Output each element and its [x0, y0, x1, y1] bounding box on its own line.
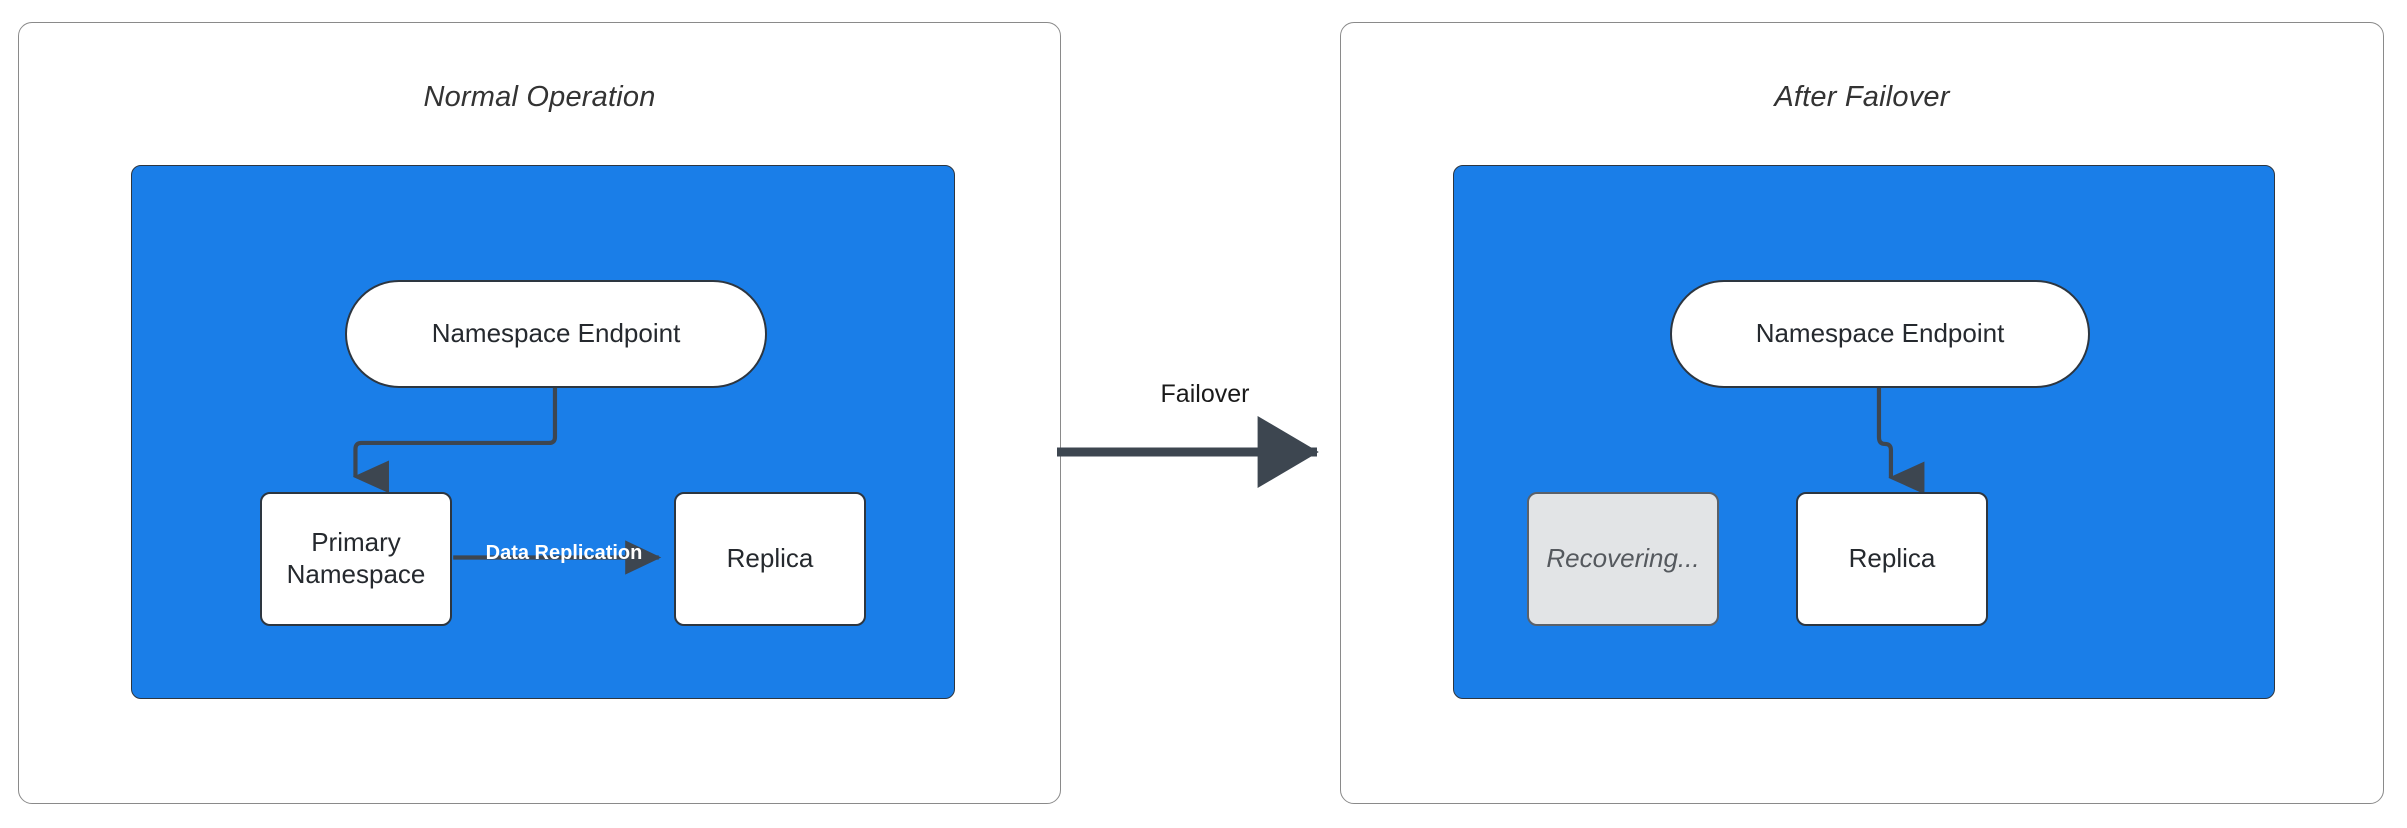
node-replica-left[interactable]: Replica: [674, 492, 866, 626]
panel-title-normal-operation: Normal Operation: [423, 81, 656, 113]
failover-transition: Failover: [1055, 380, 1355, 490]
node-namespace-endpoint-right[interactable]: Namespace Endpoint: [1670, 280, 2090, 388]
node-label: Namespace Endpoint: [1755, 318, 2005, 349]
failover-arrow: [1057, 416, 1319, 488]
panel-title-after-failover: After Failover: [1774, 81, 1950, 113]
edge-label-data-replication: Data Replication: [485, 542, 643, 564]
node-label: Primary Namespace: [287, 527, 426, 590]
edge-layer-right: [1876, 387, 1925, 495]
node-primary-namespace[interactable]: Primary Namespace: [260, 492, 452, 626]
node-replica-right[interactable]: Replica: [1796, 492, 1988, 626]
edge-layer-left: [352, 387, 662, 575]
blue-region-after-failover: Namespace Endpoint Recovering... Replica: [1453, 165, 2275, 699]
node-label: Replica: [726, 543, 814, 574]
edge-endpoint-to-replica: [1876, 387, 1925, 495]
node-label: Replica: [1848, 543, 1936, 574]
node-namespace-endpoint-left[interactable]: Namespace Endpoint: [345, 280, 767, 388]
node-label-line1: Primary: [311, 527, 401, 558]
panel-normal-operation: Normal Operation Namespace Endpoint: [18, 22, 1061, 804]
node-label-line2: Namespace: [286, 559, 426, 589]
panel-after-failover: After Failover: [1340, 22, 2384, 804]
blue-region-normal-operation: Namespace Endpoint Primary Namespace Rep…: [131, 165, 955, 699]
node-label: Namespace Endpoint: [431, 318, 681, 349]
node-recovering[interactable]: Recovering...: [1527, 492, 1719, 626]
edge-endpoint-to-primary: [352, 387, 558, 494]
failover-label: Failover: [1160, 380, 1250, 408]
node-label: Recovering...: [1546, 543, 1700, 574]
